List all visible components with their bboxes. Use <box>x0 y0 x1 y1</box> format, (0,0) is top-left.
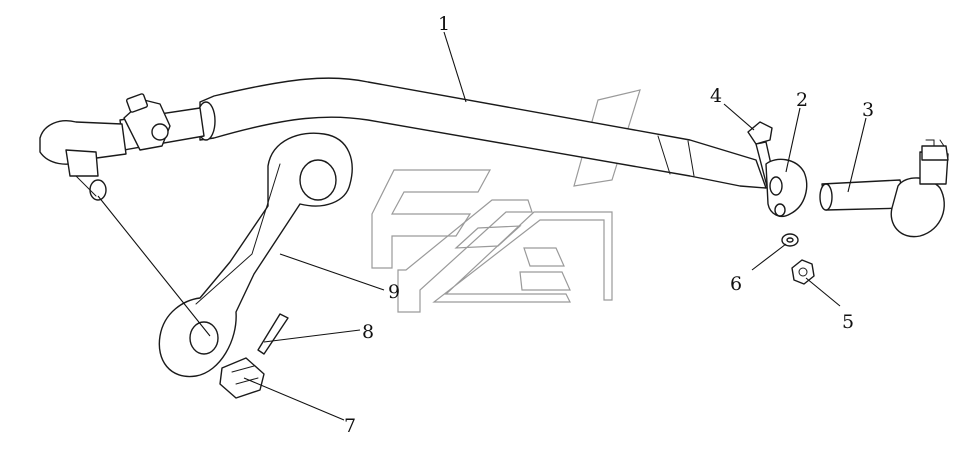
callout-5: 5 <box>842 311 854 333</box>
callout-6: 6 <box>730 273 742 295</box>
left-ball-joint <box>39 93 205 201</box>
callout-3: 3 <box>862 99 874 121</box>
leader-lines <box>97 31 867 421</box>
clamp <box>765 158 808 218</box>
callout-2: 2 <box>796 89 808 111</box>
callout-9: 9 <box>388 281 400 303</box>
right-tie-rod-end <box>819 139 949 238</box>
callout-7: 7 <box>344 415 356 437</box>
callout-labels: 1 2 3 4 5 6 7 8 9 <box>344 13 874 437</box>
hex-nut <box>791 259 815 285</box>
watermark-logo <box>371 89 641 313</box>
cotter-pin <box>257 313 289 355</box>
washer <box>781 233 799 247</box>
castle-nut <box>219 357 265 399</box>
callout-1: 1 <box>438 13 450 35</box>
steering-arm <box>158 132 353 378</box>
callout-4: 4 <box>710 85 722 107</box>
callout-8: 8 <box>362 321 374 343</box>
